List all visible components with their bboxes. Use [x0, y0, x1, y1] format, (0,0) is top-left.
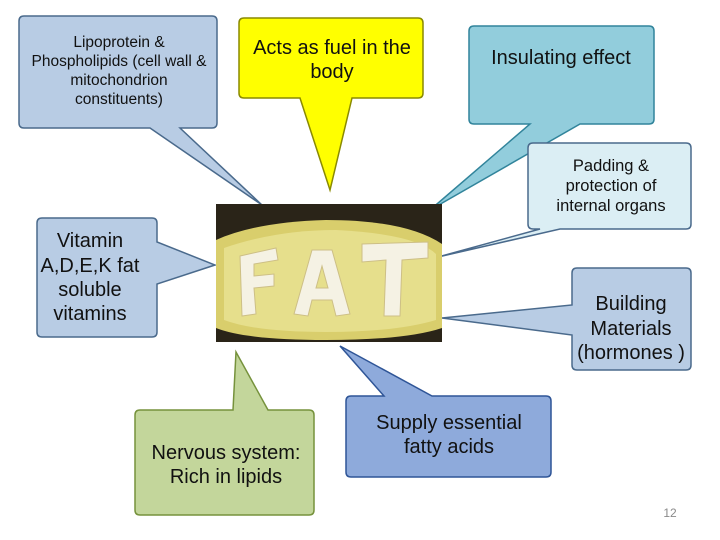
- callout-insulating: Insulating effect: [491, 46, 631, 69]
- butter-fat-photo: [216, 204, 442, 342]
- callout-padding-shape: [437, 142, 692, 258]
- callout-vitamin-shape: [36, 217, 218, 338]
- callout-building: Building Materials (hormones ): [577, 293, 685, 365]
- callout-building-shape: [441, 267, 692, 371]
- callout-vitamin: Vitamin A,D,E,K fat soluble vitamins: [40, 230, 140, 326]
- callout-padding: Padding & protection of internal organs: [556, 156, 666, 216]
- callout-lipoprotein-shape: [18, 15, 263, 206]
- callout-nervous-shape: [134, 349, 315, 516]
- callout-insulating-shape: [429, 25, 655, 211]
- callout-supply: Supply essential fatty acids: [376, 411, 522, 458]
- callout-fuel-shape: [238, 17, 424, 193]
- slide-number: 12: [663, 506, 677, 520]
- callout-nervous: Nervous system: Rich in lipids: [151, 441, 301, 488]
- callout-lipoprotein: Lipoprotein & Phospholipids (cell wall &…: [31, 34, 207, 108]
- callout-fuel: Acts as fuel in the body: [253, 36, 411, 83]
- callout-supply-shape: [339, 345, 552, 478]
